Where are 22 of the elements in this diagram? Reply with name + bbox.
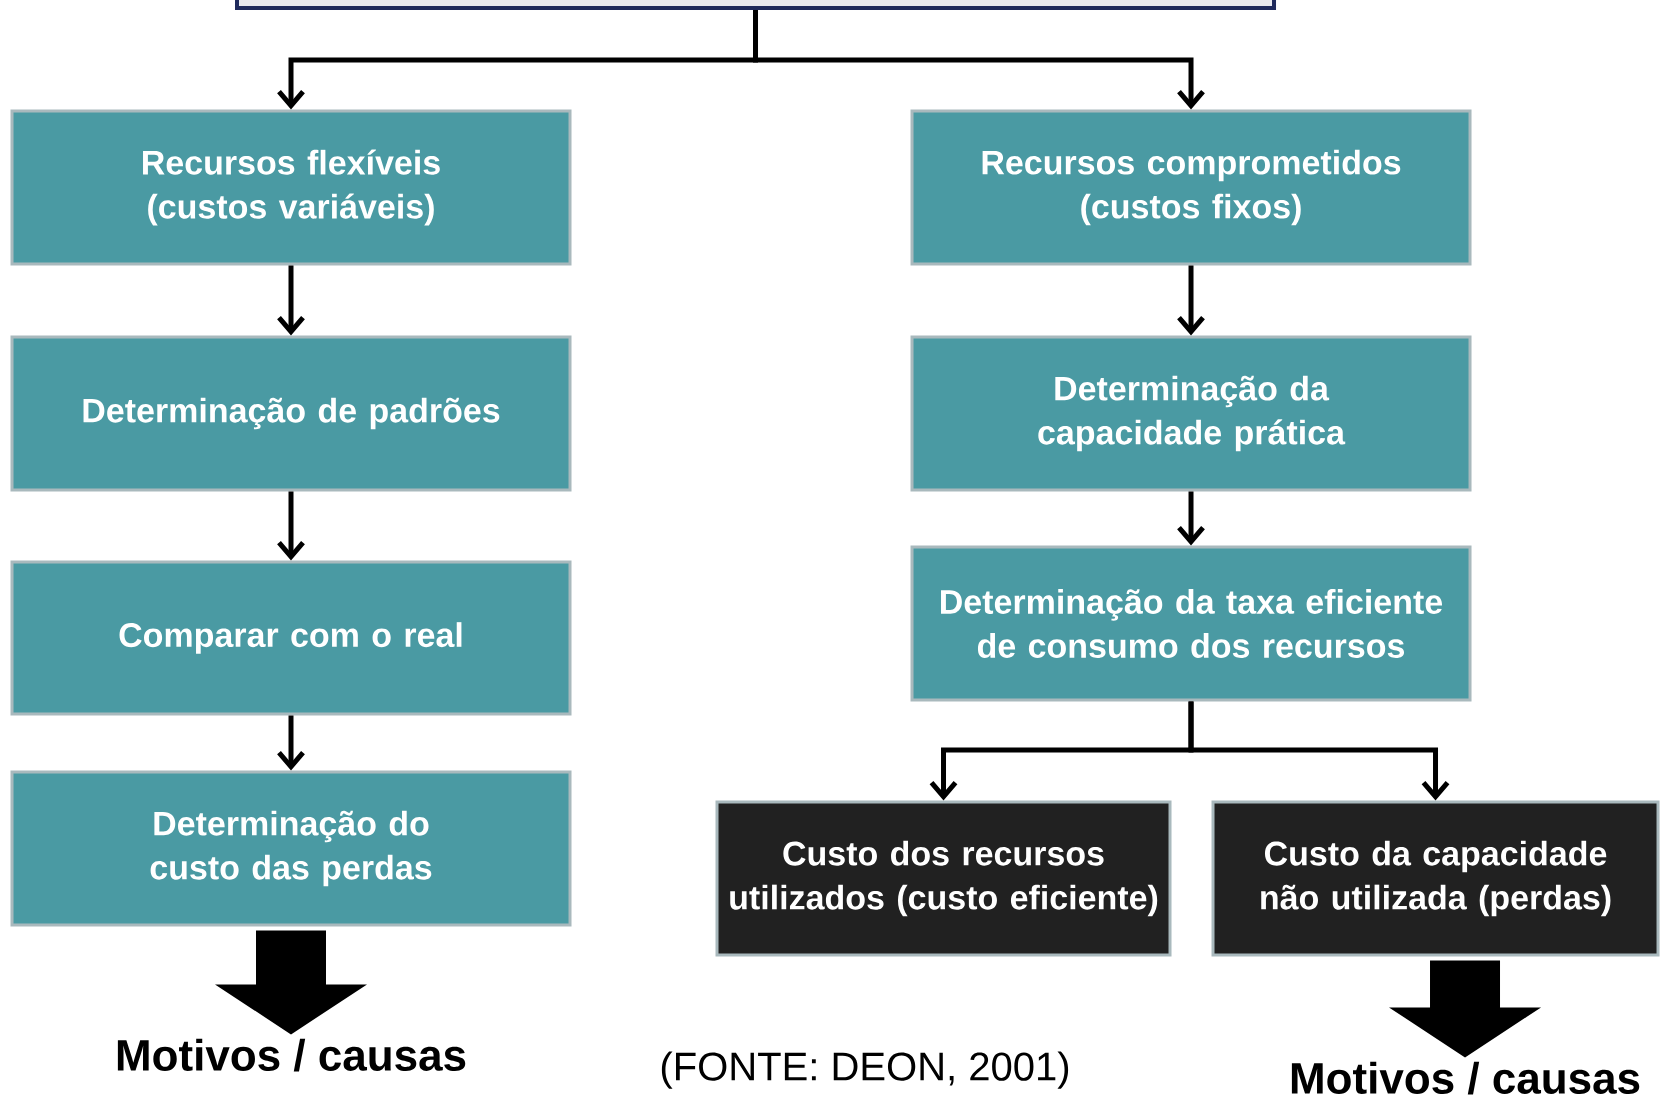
- process-box: Recursos flexíveis (custos variáveis): [10, 109, 572, 266]
- result-box: Custo dos recursos utilizados (custo eficiente): [715, 800, 1172, 957]
- arrow: [1177, 265, 1205, 336]
- arrow: [277, 265, 305, 336]
- block-arrow: [1389, 960, 1541, 1058]
- process-box: Determinação de padrões: [10, 335, 572, 492]
- process-box: Determinação da taxa eficiente de consumo dos recursos: [910, 545, 1472, 702]
- process-box: Recursos comprometidos (custos fixos): [910, 109, 1472, 266]
- process-box: Determinação do custo das perdas: [10, 770, 572, 927]
- title-box: [235, 0, 1276, 10]
- process-box: Determinação da capacidade prática: [910, 335, 1472, 492]
- caption-text: Motivos / causas: [1291, 1061, 1640, 1095]
- block-arrow: [215, 930, 367, 1035]
- source-note: (FONTE: DEON, 2001): [661, 1051, 1069, 1089]
- arrow: [277, 491, 305, 561]
- result-box: Custo da capacidade não utilizada (perdas): [1211, 800, 1660, 957]
- arrow: [1188, 701, 1450, 801]
- arrow: [1177, 491, 1205, 546]
- process-box: Comparar com o real: [10, 560, 572, 716]
- caption-text: Motivos / causas: [117, 1038, 466, 1072]
- arrow: [753, 10, 1205, 110]
- arrow: [277, 715, 305, 771]
